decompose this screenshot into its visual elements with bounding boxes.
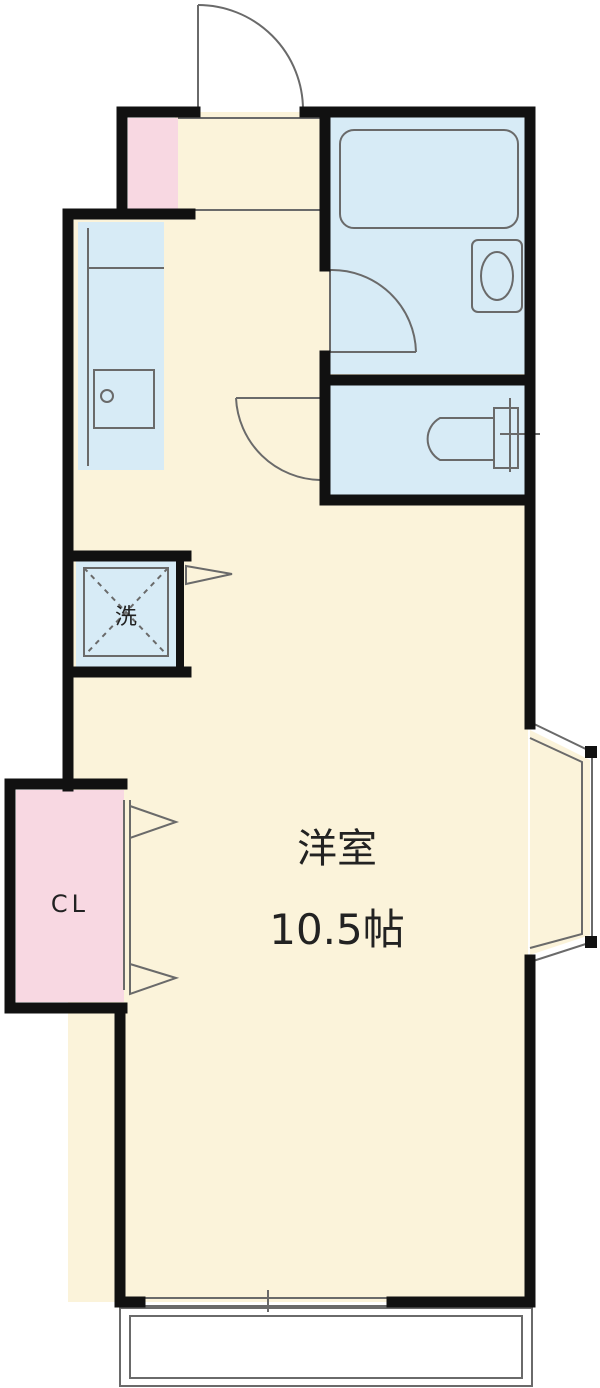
washer-door-swing <box>185 564 233 586</box>
closet-floor <box>16 790 124 1002</box>
door-swing-icon <box>178 4 320 211</box>
wall-posts <box>585 746 597 948</box>
washing-machine-pan-icon <box>83 567 169 657</box>
fixtures <box>83 4 593 1387</box>
balcony <box>119 1290 533 1387</box>
entrance-closet <box>128 118 178 210</box>
closet-doors <box>123 800 180 996</box>
closet-label: CL <box>51 890 89 918</box>
bay-window <box>529 721 593 963</box>
bathroom-door-swing <box>329 268 417 353</box>
room-name-label: 洋室 <box>297 826 377 872</box>
kitchen-sink-icon <box>87 228 164 466</box>
room-size-label: 10.5帖 <box>269 905 405 954</box>
bath-room-floor <box>330 112 526 374</box>
walls <box>4 106 536 1308</box>
bathtub-icon <box>339 129 519 229</box>
floor-fills <box>16 112 590 1302</box>
washer-label: 洗 <box>115 605 137 630</box>
wash-basin-icon <box>471 239 523 313</box>
toilet-door-swing <box>235 397 321 481</box>
bay-window-floor <box>530 730 590 955</box>
kitchen-counter <box>78 222 164 470</box>
entrance-floor <box>175 112 325 212</box>
